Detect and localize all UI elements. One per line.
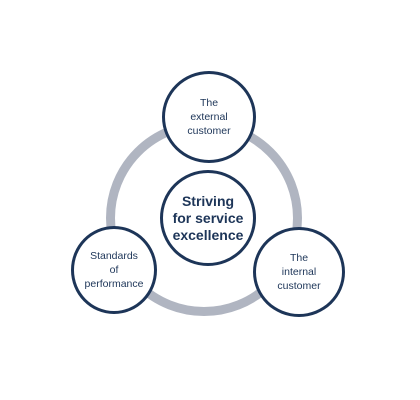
node-standards-line1: Standards of xyxy=(90,250,138,276)
node-center-line1: Striving xyxy=(181,192,235,209)
node-center-line2: for service xyxy=(172,209,244,226)
node-internal-customer: The internal customer xyxy=(253,227,345,317)
node-service-excellence: Striving for service excellence xyxy=(160,170,256,266)
node-standards-label: Standards of performance xyxy=(61,249,168,291)
node-internal-customer-line2: customer xyxy=(277,280,321,292)
node-external-customer: The external customer xyxy=(162,71,256,163)
node-center-label: Striving for service excellence xyxy=(165,193,252,244)
node-internal-customer-label: The internal customer xyxy=(253,251,344,293)
node-external-customer-label: The external customer xyxy=(163,96,254,138)
node-internal-customer-line1: The internal xyxy=(281,252,317,278)
node-external-customer-line1: The external xyxy=(190,97,228,123)
node-center-line3: excellence xyxy=(172,226,244,243)
node-external-customer-line2: customer xyxy=(187,125,231,137)
node-standards-line2: performance xyxy=(84,278,144,290)
node-standards-of-performance: Standards of performance xyxy=(71,226,157,314)
